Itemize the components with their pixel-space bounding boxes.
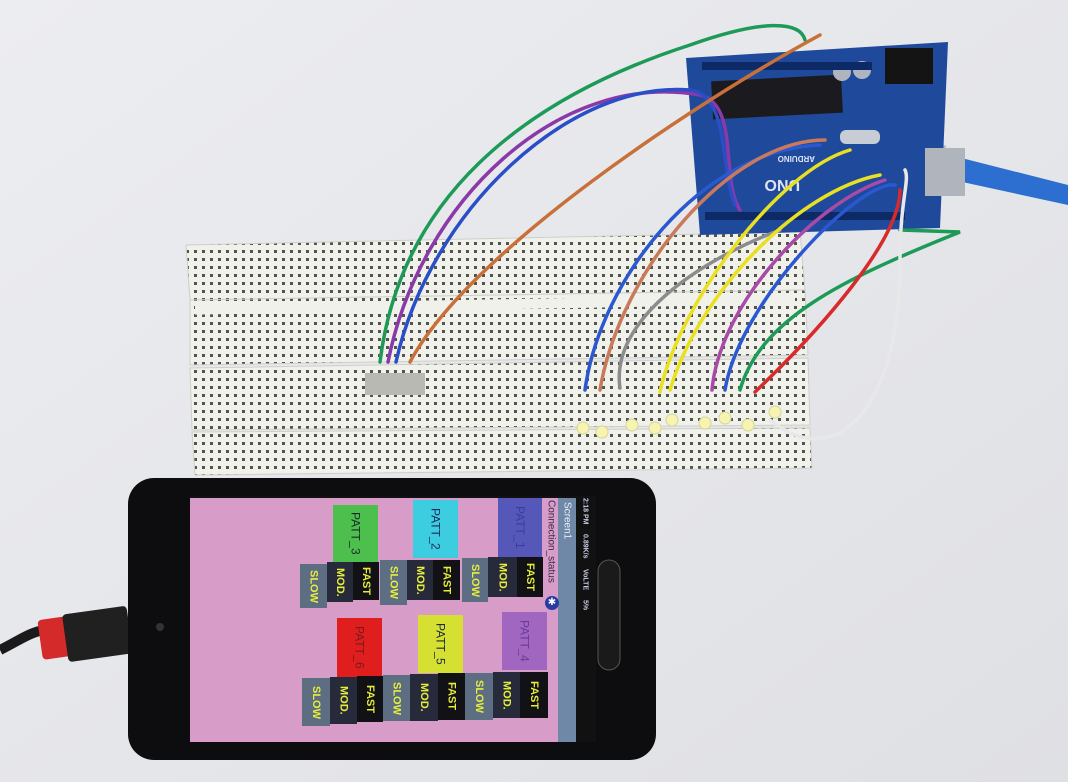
led — [625, 418, 639, 432]
connection-status-label: Connection_status — [545, 500, 557, 583]
led — [718, 411, 732, 425]
phone-camera — [156, 623, 164, 631]
pattern-6-slow-button[interactable]: SLOW — [302, 678, 330, 726]
board-logo-text: UNO — [764, 176, 800, 193]
led — [665, 413, 679, 427]
pattern-5-fast-button[interactable]: FAST — [438, 673, 465, 720]
pattern-2-mod-button[interactable]: MOD. — [407, 560, 433, 600]
pattern-2-fast-button[interactable]: FAST — [433, 560, 460, 600]
phone-screen: 2:18 PM 0.89K/s VoLTE 5% Screen1 Connect… — [190, 496, 596, 742]
pattern-4-slow-button[interactable]: SLOW — [465, 673, 493, 720]
pattern-5-button[interactable]: PATT_5 — [418, 615, 463, 673]
pattern-4-fast-button[interactable]: FAST — [520, 672, 548, 718]
pattern-3-mod-button[interactable]: MOD. — [327, 562, 353, 602]
pattern-5-mod-button[interactable]: MOD. — [410, 674, 438, 721]
pattern-1-button[interactable]: PATT_1 — [498, 498, 542, 557]
led — [698, 416, 712, 430]
pattern-6-fast-button[interactable]: FAST — [357, 676, 383, 722]
ic-chip — [365, 373, 425, 395]
status-speed: 0.89K/s — [581, 534, 589, 559]
pattern-5-slow-button[interactable]: SLOW — [383, 675, 410, 721]
pattern-3-slow-button[interactable]: SLOW — [300, 564, 327, 608]
led — [576, 421, 590, 435]
board-brand-text: ARDUINO — [778, 154, 815, 163]
led — [648, 421, 662, 435]
pattern-3-fast-button[interactable]: FAST — [353, 562, 379, 600]
led-array — [576, 405, 782, 439]
led — [741, 418, 755, 432]
screen-title: Screen1 — [561, 502, 573, 540]
pattern-1-fast-button[interactable]: FAST — [517, 557, 543, 597]
breadboard — [185, 231, 813, 476]
pattern-2-slow-button[interactable]: SLOW — [380, 560, 407, 605]
charging-cable — [0, 606, 133, 662]
title-bar: Screen1 — [558, 498, 576, 742]
pattern-4-mod-button[interactable]: MOD. — [493, 672, 520, 718]
pattern-1-slow-button[interactable]: SLOW — [462, 558, 488, 602]
bluetooth-icon[interactable]: ✱ — [545, 596, 559, 610]
pattern-6-mod-button[interactable]: MOD. — [330, 677, 357, 724]
jumper-wires — [378, 23, 961, 441]
status-bar: 2:18 PM 0.89K/s VoLTE 5% — [576, 498, 594, 742]
status-time: 2:18 PM — [581, 498, 589, 525]
pattern-2-button[interactable]: PATT_2 — [413, 500, 458, 558]
phone-home-button — [597, 559, 621, 671]
pattern-6-button[interactable]: PATT_6 — [337, 618, 382, 677]
led — [595, 425, 609, 439]
pattern-1-mod-button[interactable]: MOD. — [488, 557, 517, 597]
led — [768, 405, 782, 419]
pattern-4-button[interactable]: PATT_4 — [502, 612, 547, 670]
status-network: VoLTE — [581, 569, 589, 591]
pattern-3-button[interactable]: PATT_3 — [333, 505, 378, 562]
status-battery: 5% — [581, 600, 589, 611]
